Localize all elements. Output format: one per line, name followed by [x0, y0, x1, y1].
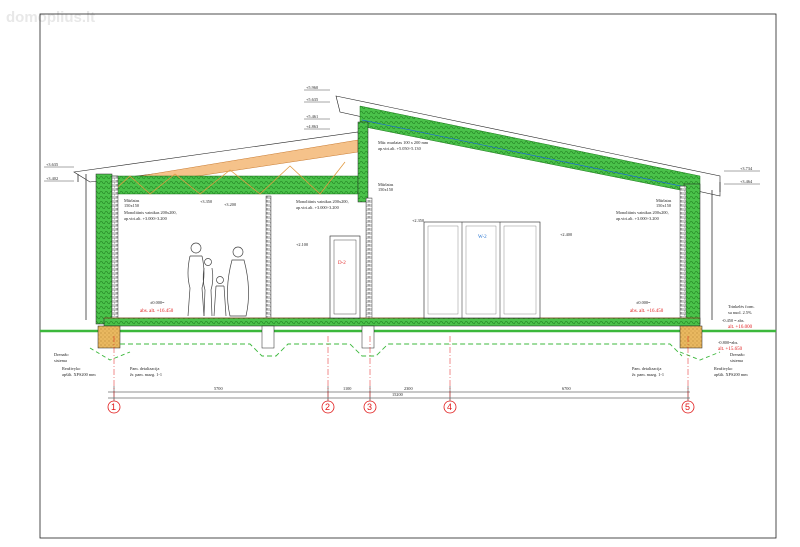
axis-grid: 1 2 3 4 5	[107, 336, 695, 414]
murlat-left-label: Mūrlatas	[124, 198, 140, 203]
floor-insulation	[103, 317, 701, 327]
murlat-right-size: 150x150	[656, 203, 671, 208]
dim-total: 15200	[392, 392, 403, 397]
door-d2-label: D-2	[338, 261, 346, 266]
level-3350: +3.350	[200, 199, 212, 204]
left-downpipe	[77, 174, 87, 320]
murlat-left-size: 150x150	[124, 203, 139, 208]
svg-text:Reaživyko: Reaživyko	[714, 366, 732, 371]
right-downpipe	[711, 182, 721, 320]
svg-text:alt. +16.000: alt. +16.000	[728, 325, 753, 330]
scale-figures	[187, 242, 249, 317]
zero-right-label: ±0.000=	[636, 300, 651, 305]
svg-text:Pam. detalizacija: Pam. detalizacija	[632, 366, 661, 371]
murlat-right-label: Mūrlatas	[656, 198, 672, 203]
truss-web-left	[109, 161, 346, 195]
svg-text:su nuol. 2.5%: su nuol. 2.5%	[728, 310, 752, 315]
svg-text:žr. pam. mazg. 1-1: žr. pam. mazg. 1-1	[632, 372, 664, 377]
svg-text:Drenažo: Drenažo	[54, 352, 69, 357]
svg-text:Pam. detalizacija: Pam. detalizacija	[130, 366, 159, 371]
svg-text:Drenažo: Drenažo	[730, 352, 745, 357]
sheet-frame	[39, 13, 777, 539]
beam-right-note-2: ap.viri.alt. +3.000÷3.200	[616, 216, 659, 221]
axis-4-label: 4	[447, 402, 452, 412]
vapour-barrier-line	[361, 119, 701, 191]
dimension-chain: 5700 1100 2300 6700 15200	[108, 386, 690, 404]
window-w2-label: W-2	[478, 235, 487, 240]
roof-note-1: Mūr. murlatas 100 x 200 mm	[378, 140, 429, 145]
beam-left-note-2: ap.viri.alt. +3.000÷3.200	[124, 216, 167, 221]
right-wall-brick	[679, 185, 687, 325]
zero-left-abs: abs. alt. +16.450	[140, 309, 174, 314]
axis-2-label: 2	[325, 402, 330, 412]
beam-mid-note-1: Monolitinis vainikas 200x200,	[296, 199, 349, 205]
zero-right-abs: abs. alt. +16.450	[630, 309, 664, 314]
foundation-left	[97, 325, 121, 349]
foundation-right	[679, 325, 703, 349]
svg-text:apšilt. XPS200 mm: apšilt. XPS200 mm	[62, 372, 96, 377]
watermark-text: domoplius.lt	[6, 9, 95, 26]
dim-6700: 6700	[562, 386, 571, 391]
beam-mid-note-2: ap.viri.alt. +3.000÷3.200	[296, 205, 339, 210]
left-outer-wall	[95, 173, 113, 325]
left-wall-brick	[111, 175, 119, 325]
svg-text:apšilt. XPS200 mm: apšilt. XPS200 mm	[714, 372, 748, 377]
dim-2300: 2300	[404, 386, 413, 391]
drainage-line	[120, 343, 683, 357]
door-d2	[329, 235, 361, 319]
axis-5-label: 5	[685, 402, 690, 412]
window-w2	[423, 221, 541, 319]
level-2350: +2.350	[412, 218, 424, 223]
drainage-left-notes: Drenažo sistema Reaživyko apšilt. XPS200…	[54, 352, 96, 377]
roof-note-2: ap.viri.alt. +5.050÷5.130	[378, 146, 421, 151]
ceiling-insulation-left	[103, 175, 359, 195]
level-5960: +5.960	[306, 85, 318, 90]
drainage-right-line	[679, 351, 721, 361]
svg-text:-0.800=abs.: -0.800=abs.	[718, 340, 738, 345]
level-3200: +3.200	[224, 202, 236, 207]
level-markers: +5.960 +5.635 +5.461 +4.863 +3.635 +3.40…	[44, 85, 760, 247]
level-right-3464: +3.464	[740, 179, 753, 184]
dim-1100: 1100	[343, 386, 351, 391]
foundation-notes: Pam. detalizacija žr. pam. mazg. 1-1 Pam…	[130, 366, 664, 377]
door-d2-leaf	[333, 239, 357, 315]
level-5635: +5.635	[306, 97, 318, 102]
murlat-mid-label: Mūrlatas	[378, 182, 394, 187]
inner-wall-axis3	[365, 197, 373, 323]
right-outer-wall	[683, 183, 701, 325]
beam-right-note-1: Monolitinis vainikas 200x200,	[616, 210, 669, 216]
beam-left-note-1: Monolitinis vainikas 200x200,	[124, 210, 177, 216]
svg-text:-0.450 = abs.: -0.450 = abs.	[722, 318, 744, 323]
level-right-3734: +3.734	[740, 166, 753, 171]
svg-text:sistema: sistema	[54, 358, 67, 363]
level-5461: +5.461	[306, 114, 318, 119]
inner-column-axis1	[265, 195, 272, 323]
zero-left-label: ±0.000=	[150, 300, 165, 305]
drainage-left-line	[89, 347, 131, 361]
ground-right-notes: Trinkelės form. su nuol. 2.5% -0.450 = a…	[718, 304, 755, 352]
svg-text:sistema: sistema	[730, 358, 743, 363]
axis-3-label: 3	[367, 402, 372, 412]
foundation-column-3	[361, 325, 375, 349]
svg-text:Reaživyko: Reaživyko	[62, 366, 80, 371]
svg-text:Trinkelės form.: Trinkelės form.	[728, 304, 755, 309]
svg-text:alt. +15.650: alt. +15.650	[718, 347, 743, 352]
level-4863: +4.863	[306, 124, 318, 129]
dim-5700: 5700	[214, 386, 223, 391]
clerestory-wall	[357, 121, 369, 203]
level-2100: +2.100	[296, 242, 308, 247]
foundation-column-1	[261, 325, 275, 349]
axis-1-label: 1	[111, 402, 116, 412]
level-2400: +2.400	[560, 232, 572, 237]
level-left-3402: +3.402	[46, 176, 58, 181]
murlat-mid-size: 150x150	[378, 187, 393, 192]
level-left-3635: +3.635	[46, 162, 58, 167]
svg-text:žr. pam. mazg. 1-1: žr. pam. mazg. 1-1	[130, 372, 162, 377]
drainage-right-notes: Drenažo sistema Reaživyko apšilt. XPS200…	[714, 352, 748, 377]
